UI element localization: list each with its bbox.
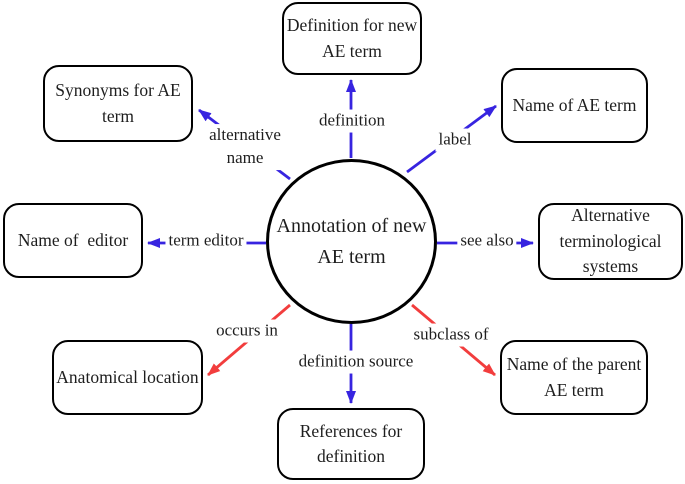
node-label: Definition for new AE term [286, 15, 418, 61]
node-label: Synonyms for AE term [55, 80, 181, 126]
node-synonyms-for-ae-term: Synonyms for AE term [43, 65, 193, 142]
edge-label-alternative-name: alternative name [206, 124, 284, 170]
node-label: Name of AE term [512, 94, 637, 115]
node-label: Alternative terminological systems [559, 205, 662, 277]
node-label: Name of editor [17, 229, 129, 250]
node-label: References for definition [299, 420, 403, 466]
node-name-of-editor: Name of editor [3, 203, 143, 278]
edge-label-term-editor: term editor [165, 229, 247, 253]
node-anatomical-location: Anatomical location [52, 340, 203, 415]
node-label: Anatomical location [56, 366, 199, 387]
node-references-for-definition: References for definition [277, 408, 425, 480]
node-definition-for-new-ae-term: Definition for new AE term [282, 2, 422, 75]
edge-label-subclass-of: subclass of [410, 323, 492, 347]
edge-label-occurs-in: occurs in [213, 319, 281, 343]
node-name-of-ae-term: Name of AE term [501, 68, 648, 143]
node-name-of-the-parent-ae-term: Name of the parent AE term [500, 340, 648, 415]
hub-annotation-of-new-ae-term: Annotation of new AE term [266, 159, 437, 324]
hub-label: Annotation of new AE term [276, 214, 427, 268]
edge-label-definition-source: definition source [295, 350, 417, 374]
node-alternative-terminological-systems: Alternative terminological systems [538, 203, 683, 280]
edge-label-definition: definition [315, 109, 389, 133]
edge-label-see-also: see also [457, 229, 517, 253]
edge-label-label: label [435, 128, 475, 152]
node-label: Name of the parent AE term [506, 354, 642, 400]
